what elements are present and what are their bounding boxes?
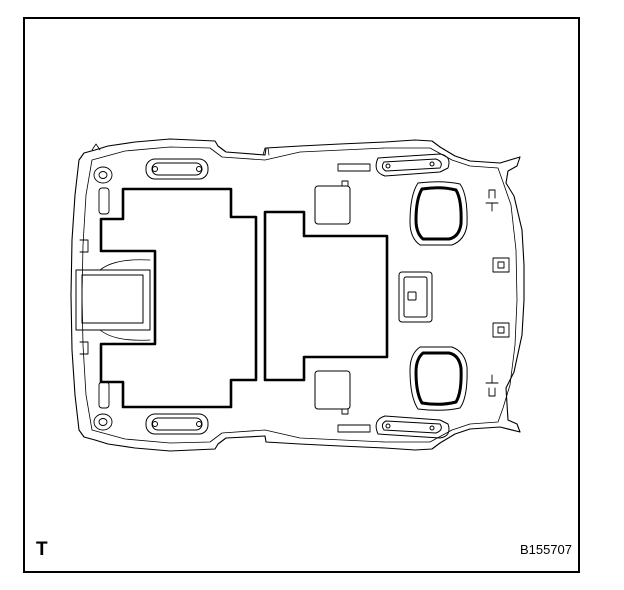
- slot-top: [337, 163, 371, 172]
- rear-recess-top-tab: [341, 180, 349, 187]
- headliner-outline: [70, 138, 525, 452]
- rear-pad-outline: [263, 210, 389, 382]
- assist-grip-recess-top-left: [145, 158, 209, 180]
- rear-clip-2: [492, 257, 510, 273]
- figure-frame: [23, 17, 580, 573]
- slot-bottom: [337, 424, 371, 433]
- front-pad-outline: [99, 187, 258, 409]
- rear-recess-top: [314, 185, 351, 225]
- front-notch: [262, 147, 270, 156]
- rear-clip-1: [485, 189, 499, 212]
- rear-recess-bottom: [314, 370, 351, 410]
- rear-recess-bottom-tab: [341, 408, 349, 415]
- rear-opening-top: [409, 181, 468, 246]
- corner-label: T: [36, 539, 48, 560]
- assist-grip-recess-top-right: [375, 153, 450, 177]
- rear-opening-bottom: [409, 346, 468, 411]
- headliner-inner-edge: [81, 146, 518, 444]
- side-clip-top-left: [79, 239, 89, 253]
- assist-grip-recess-bottom-right: [375, 415, 450, 439]
- front-corner-clip-bottom: [93, 381, 113, 431]
- assist-grip-recess-bottom-left: [145, 413, 209, 435]
- front-clip-left: [91, 143, 101, 151]
- side-clip-bottom-left: [79, 341, 89, 355]
- front-corner-clip-top: [93, 166, 113, 215]
- overhead-console-opening: [75, 259, 151, 341]
- rear-clip-3: [492, 322, 510, 338]
- figure-code-label: B155707: [519, 542, 572, 557]
- rear-clip-4: [485, 374, 499, 397]
- dome-lamp-opening: [398, 271, 433, 323]
